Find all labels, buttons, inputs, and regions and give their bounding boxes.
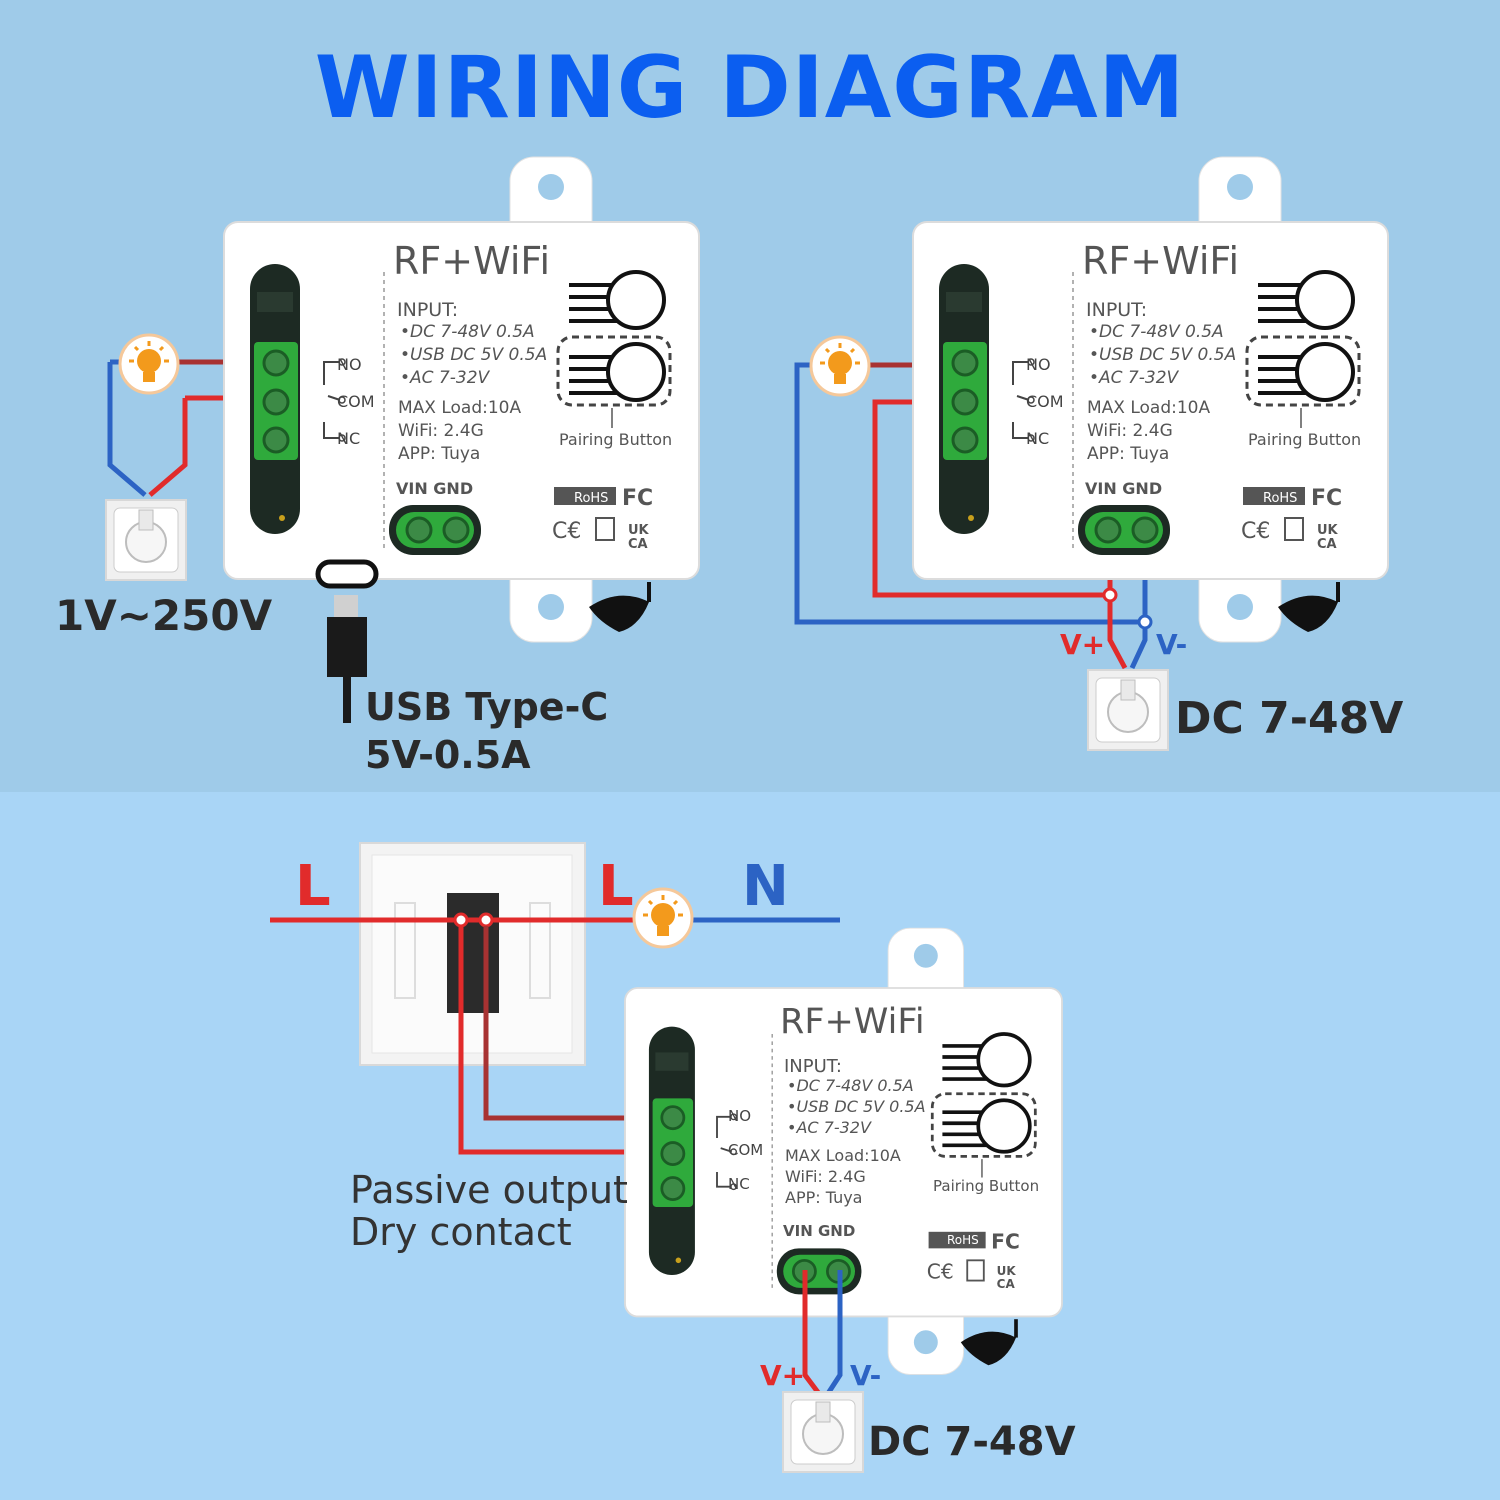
max-load: MAX Load:10A [785,1146,901,1165]
wifi-spec: WiFi: 2.4G [398,421,484,441]
wifi-spec: WiFi: 2.4G [1087,421,1173,441]
rohs-mark: RoHS [574,491,608,506]
power-terminal-label: VIN GND [783,1222,855,1240]
bulb-icon [118,333,180,395]
power-socket-icon [782,1391,864,1473]
app-name: APP: Tuya [785,1188,862,1207]
input-line: •USB DC 5V 0.5A [400,345,547,365]
max-load: MAX Load:10A [398,398,521,418]
diagram-2 [794,155,1390,751]
bulb-icon [809,335,871,397]
v-plus-label: V+ [760,1359,805,1392]
usb-label-line1: USB Type-C [365,685,608,729]
input-line: •AC 7-32V [400,368,491,388]
diagram-3 [270,842,1064,1473]
input-line: •USB DC 5V 0.5A [787,1097,926,1116]
usb-c-port-icon [315,559,379,589]
relay-com-label: COM [1026,392,1064,411]
wifi-spec: WiFi: 2.4G [785,1167,866,1186]
rohs-mark: RoHS [947,1233,979,1247]
relay-no-label: NO [1026,355,1051,374]
page-title: WIRING DIAGRAM [314,38,1186,138]
input-heading: INPUT: [397,299,458,321]
relay-nc-label: NC [1026,429,1049,448]
usb-c-plug-icon [327,617,367,677]
voltage-range-label: 1V~250V [55,591,273,640]
input-heading: INPUT: [784,1056,842,1077]
pairing-button-label: Pairing Button [559,430,672,449]
relay-nc-label: NC [728,1175,750,1193]
neutral-label: N [742,854,789,919]
wire-blue [794,362,1148,625]
app-name: APP: Tuya [1087,444,1169,464]
power-socket-icon [1087,669,1169,751]
app-name: APP: Tuya [398,444,480,464]
input-line: •DC 7-48V 0.5A [1089,322,1224,342]
max-load: MAX Load:10A [1087,398,1210,418]
pairing-button-label: Pairing Button [933,1177,1039,1195]
wire-red [148,398,188,497]
power-socket-icon [105,499,187,581]
input-line: •DC 7-48V 0.5A [787,1076,914,1095]
v-minus-label: V- [1156,628,1187,661]
relay-no-label: NO [728,1107,751,1125]
power-terminal-label: VIN GND [1085,479,1162,498]
wire-blue [107,362,147,497]
bulb-icon [632,887,694,949]
input-line: •DC 7-48V 0.5A [400,322,535,342]
relay-nc-label: NC [337,429,360,448]
live-label-left: L [295,854,331,919]
v-plus-label: V+ [1060,628,1105,661]
module-2-labels: RF+WiFi INPUT: •DC 7-48V 0.5A •USB DC 5V… [1026,239,1361,506]
relay-no-label: NO [337,355,362,374]
relay-com-label: COM [728,1141,763,1159]
rohs-mark: RoHS [1263,491,1297,506]
diagram-1 [105,155,701,723]
supply-voltage-label: DC 7-48V [868,1419,1076,1465]
pairing-button-label: Pairing Button [1248,430,1361,449]
brand-label: RF+WiFi [1082,239,1239,283]
power-terminal-label: VIN GND [396,479,473,498]
input-line: •AC 7-32V [1089,368,1180,388]
v-minus-label: V- [850,1359,881,1392]
passive-output-label: Passive output [350,1168,628,1212]
usb-label-line2: 5V-0.5A [365,733,531,777]
module-1-labels: RF+WiFi INPUT: •DC 7-48V 0.5A •USB DC 5V… [337,239,672,506]
module-3-labels: RF+WiFi INPUT: •DC 7-48V 0.5A •USB DC 5V… [728,1002,1039,1247]
dry-contact-label: Dry contact [350,1210,572,1254]
input-line: •USB DC 5V 0.5A [1089,345,1236,365]
input-line: •AC 7-32V [787,1118,872,1137]
input-heading: INPUT: [1086,299,1147,321]
relay-com-label: COM [337,392,375,411]
supply-voltage-label: DC 7-48V [1175,693,1403,744]
brand-label: RF+WiFi [393,239,550,283]
brand-label: RF+WiFi [780,1002,925,1042]
live-label-right: L [598,854,634,919]
